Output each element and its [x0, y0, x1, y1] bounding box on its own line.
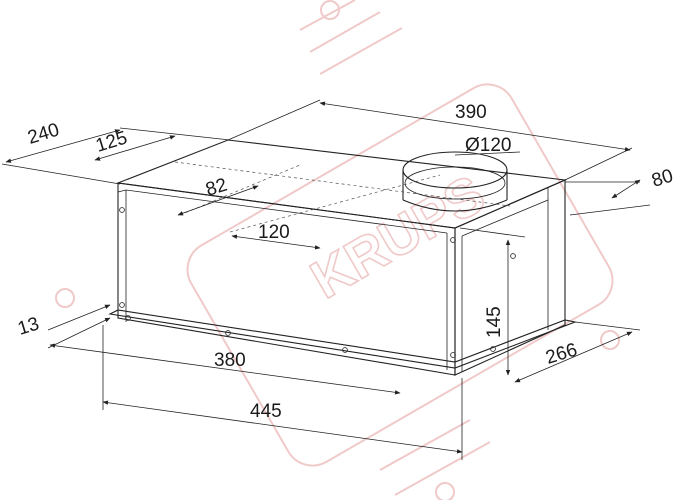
dim-height: 145: [484, 306, 505, 338]
watermark-line: [394, 441, 491, 496]
watermark-circle: [600, 330, 620, 350]
watermark-line: [299, 0, 356, 31]
hood-outline: [108, 139, 577, 376]
dimension-lines: [1, 99, 651, 460]
watermark: KRUPS: [55, 0, 620, 500]
watermark-frame: [186, 83, 614, 467]
watermark-line: [309, 11, 381, 53]
dim-lip: 13: [15, 314, 41, 340]
dim-outer-width: 445: [250, 401, 282, 422]
dim-duct-diameter: Ø120: [465, 135, 511, 156]
watermark-circle: [320, 0, 340, 20]
watermark-circle: [55, 288, 75, 308]
dim-depth-total: 240: [25, 119, 61, 148]
duct-collar: [402, 151, 508, 212]
hood-bottom-plate: [108, 309, 577, 369]
dim-depth-offset: 125: [93, 127, 129, 156]
dim-inner-width: 380: [214, 350, 246, 371]
hood-side-face: [454, 179, 566, 376]
watermark-text: KRUPS: [301, 164, 495, 310]
watermark-circle: [435, 482, 455, 500]
dim-side-offset: 80: [649, 166, 675, 192]
dim-duct-offset-y: 120: [258, 222, 290, 243]
watermark-line: [379, 419, 471, 471]
dim-width-top: 390: [455, 102, 487, 123]
watermark-line: [319, 27, 403, 75]
dim-depth-bottom: 266: [543, 339, 579, 368]
